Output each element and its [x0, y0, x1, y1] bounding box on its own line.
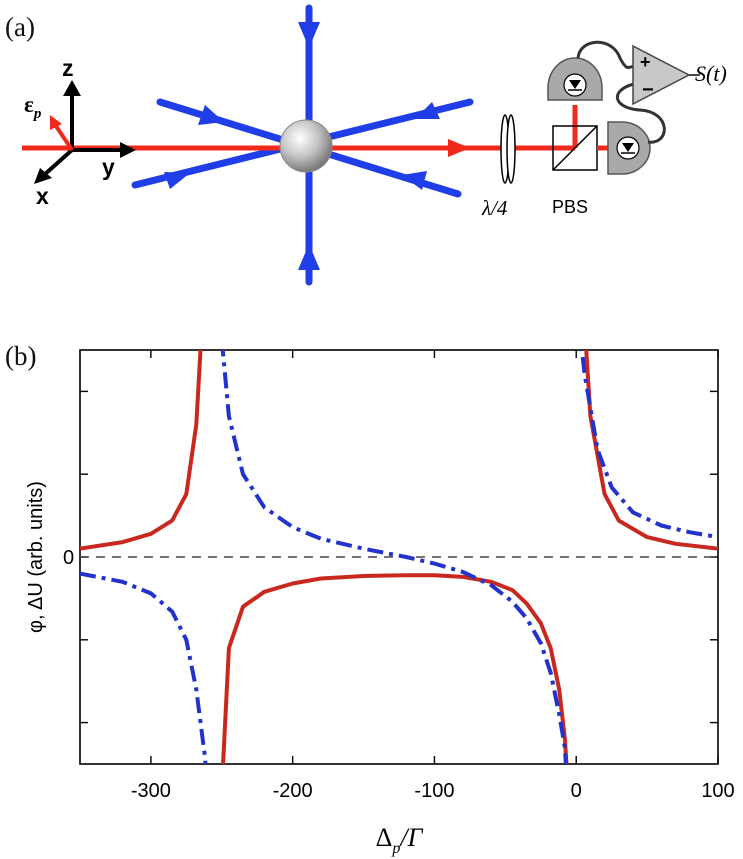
series-dashdot-branch-1 [220, 350, 568, 764]
arrow-left-icon [402, 171, 427, 190]
axis-ticks [80, 350, 719, 764]
waveplate-label: λ/4 [481, 196, 508, 220]
x-tick-label-1: -200 [273, 780, 313, 802]
panel-b-label: (b) [5, 341, 36, 371]
polarization-label: εp [24, 92, 42, 122]
series-solid [80, 350, 718, 764]
panel-b: (b) -300 -200 -100 0 100 0 φ, ΔU (arb. units… [5, 341, 735, 857]
arrow-right-icon [164, 172, 190, 189]
y-axis-label: φ, ΔU (arb. units) [25, 481, 47, 633]
y-zero-label: 0 [63, 547, 74, 569]
axis-z-label: z [62, 55, 74, 81]
arrow-left-icon [415, 102, 440, 119]
series-solid-branch-0 [80, 350, 203, 551]
arrow-up-icon [298, 244, 320, 270]
signal-label: S(t) [695, 61, 727, 86]
quarter-wave-plate: λ/4 [481, 114, 516, 220]
arrow-right-icon [198, 105, 224, 125]
pbs-label: PBS [552, 197, 588, 217]
axis-y-label: y [102, 154, 115, 180]
photodetector-right [607, 121, 651, 175]
photodetector-top [547, 57, 603, 101]
x-axis-label: Δp/Γ [376, 823, 424, 857]
series-dashdot-branch-2 [579, 350, 718, 540]
panel-a: (a) [5, 4, 727, 286]
differential-amplifier: + − S(t) [632, 44, 727, 106]
atom [279, 119, 333, 173]
panel-a-label: (a) [5, 12, 35, 42]
probe-arrow-icon [448, 139, 470, 157]
detector-wires [576, 40, 666, 144]
amp-minus-label: − [642, 79, 654, 101]
x-tick-label-0: -300 [131, 780, 171, 802]
coordinate-axes: z y x εp [24, 55, 136, 209]
mot-beam-arrows [164, 22, 440, 270]
axis-x-label: x [36, 183, 49, 209]
x-tick-label-3: 0 [571, 780, 582, 802]
x-tick-labels: -300 -200 -100 0 100 [131, 780, 735, 802]
amp-plus-label: + [640, 52, 651, 72]
series-solid-branch-1 [221, 573, 569, 764]
x-tick-label-2: -100 [414, 780, 454, 802]
series-dashdot-branch-0 [80, 571, 208, 764]
arrow-down-icon [298, 22, 320, 48]
x-tick-label-4: 100 [701, 780, 734, 802]
series-dashdot [80, 350, 718, 764]
series-solid-branch-2 [584, 350, 718, 551]
